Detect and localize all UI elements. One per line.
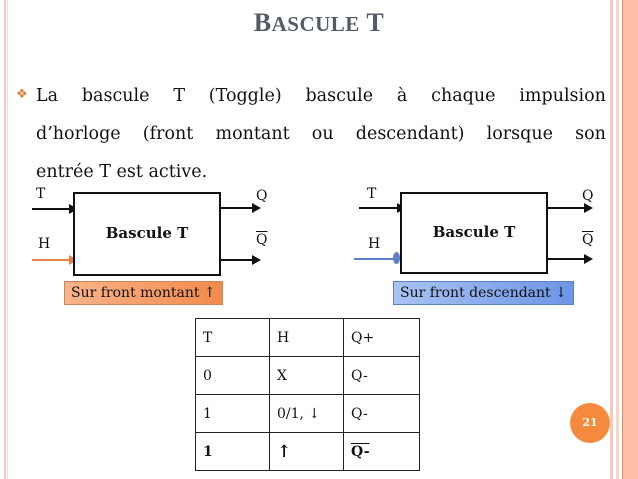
cell-h: X — [269, 356, 344, 395]
output-qbar-line — [219, 259, 255, 261]
title-last: T — [366, 8, 385, 37]
header-qplus: Q+ — [343, 318, 420, 357]
cell-qplus: Q- — [343, 394, 420, 433]
input-t-label: T — [367, 186, 377, 202]
table-row: 0 X Q- — [195, 356, 420, 395]
paragraph-line-1: La bascule T (Toggle) bascule à chaque i… — [36, 77, 606, 115]
diamond-bullet-icon: ❖ — [16, 87, 28, 102]
output-q-line — [219, 207, 255, 209]
flipflop-block — [400, 192, 548, 274]
description-paragraph: La bascule T (Toggle) bascule à chaque i… — [36, 77, 606, 191]
clock-line-falling — [354, 258, 396, 260]
cell-qplus: Q- — [343, 356, 420, 395]
word: lorsque — [486, 124, 553, 144]
arrow-right-icon — [252, 203, 261, 213]
title-initial: B — [253, 8, 272, 37]
input-t-label: T — [36, 186, 46, 202]
right-border-line-1 — [610, 0, 613, 479]
input-t-line — [359, 207, 401, 209]
header-t: T — [195, 318, 270, 357]
truth-table: T H Q+ 0 X Q- 1 0/1, ↓ Q- 1 ↑ Q- — [195, 318, 420, 471]
arrow-right-icon — [584, 203, 593, 213]
arrow-right-icon — [584, 254, 593, 264]
cell-h: 0/1, ↓ — [269, 394, 344, 433]
cell-t: 1 — [195, 394, 270, 433]
qbar-minus: Q- — [351, 443, 370, 460]
cell-h: ↑ — [269, 432, 344, 471]
word: T — [173, 86, 185, 106]
header-h: H — [269, 318, 344, 357]
word: descendant) — [355, 124, 465, 144]
clock-line-rising — [32, 259, 72, 261]
word: ou — [311, 124, 334, 144]
paragraph-line-2: d’horloge (front montant ou descendant) … — [36, 115, 606, 153]
block-label: Bascule T — [432, 223, 516, 241]
right-border-line-2 — [616, 0, 619, 479]
word: chaque — [431, 86, 496, 106]
block-label: Bascule T — [105, 224, 189, 242]
table-row: 1 ↑ Q- — [195, 432, 420, 471]
output-qbar-label: Q — [256, 232, 268, 248]
word: bascule — [305, 86, 374, 106]
word: d’horloge — [36, 124, 121, 144]
flipflop-block — [73, 192, 221, 276]
slide-title: BASCULE T — [0, 8, 638, 38]
input-t-line — [32, 208, 72, 210]
page-number-badge: 21 — [570, 403, 610, 443]
rising-edge-caption: Sur front montant ↑ — [64, 281, 223, 305]
word: La — [36, 86, 59, 106]
cell-t: 1 — [195, 432, 270, 471]
arrow-right-icon — [252, 255, 261, 265]
output-qbar-line — [546, 258, 586, 260]
input-h-label: H — [38, 236, 51, 252]
cell-t: 0 — [195, 356, 270, 395]
title-smallcaps: ASCULE — [271, 12, 360, 36]
output-q-line — [546, 207, 586, 209]
word: son — [575, 124, 606, 144]
cell-qplus: Q- — [343, 432, 420, 471]
right-border-edge — [622, 0, 623, 479]
paragraph-text: entrée T est active. — [36, 162, 208, 182]
output-qbar-label: Q — [582, 232, 594, 248]
table-row: 1 0/1, ↓ Q- — [195, 394, 420, 433]
left-border — [4, 0, 6, 479]
output-q-label: Q — [582, 188, 594, 204]
word: montant — [215, 124, 290, 144]
falling-edge-caption: Sur front descendant ↓ — [393, 281, 574, 305]
right-border-band — [622, 0, 638, 479]
input-h-label: H — [368, 236, 381, 252]
word: bascule — [81, 86, 150, 106]
word: (front — [142, 124, 194, 144]
left-border-inner — [7, 0, 8, 479]
inversion-bubble-icon — [393, 252, 400, 264]
word: à — [396, 86, 408, 106]
word: impulsion — [519, 86, 606, 106]
word: (Toggle) — [208, 86, 282, 106]
paragraph-line-3: entrée T est active. — [36, 153, 606, 191]
output-q-label: Q — [256, 188, 268, 204]
table-header-row: T H Q+ — [195, 318, 420, 357]
